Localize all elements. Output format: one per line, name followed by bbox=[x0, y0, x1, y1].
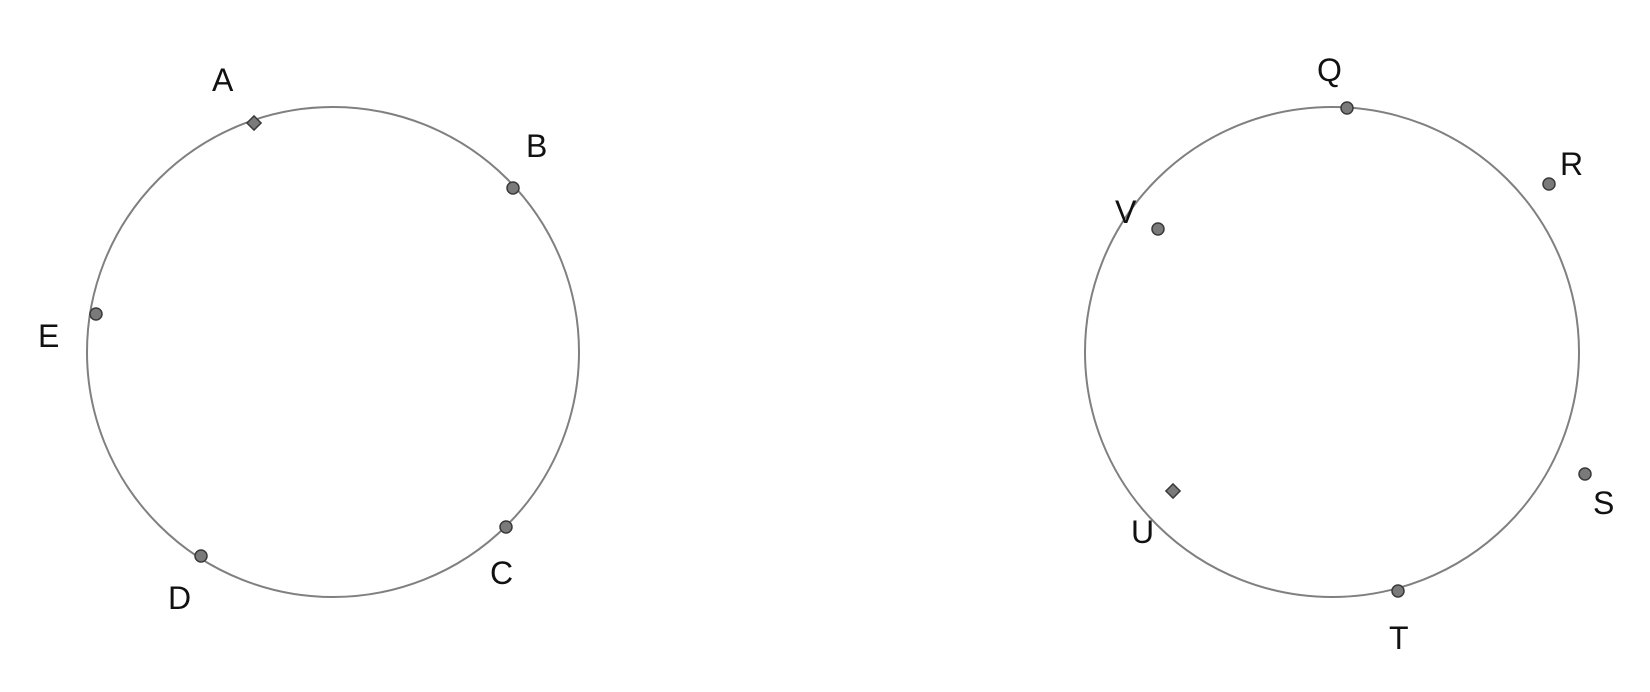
point-t-label: T bbox=[1389, 620, 1409, 656]
point-c-marker[interactable] bbox=[499, 520, 513, 534]
point-r-marker[interactable] bbox=[1542, 177, 1556, 191]
left-circle bbox=[86, 106, 580, 598]
point-u-label: U bbox=[1131, 514, 1154, 550]
right-circle-group: Q R S T U V bbox=[1084, 52, 1614, 656]
point-d-label: D bbox=[168, 580, 191, 616]
point-c-label: C bbox=[490, 555, 513, 591]
point-q-label: Q bbox=[1317, 52, 1342, 88]
point-v-marker[interactable] bbox=[1151, 222, 1165, 236]
right-circle bbox=[1084, 106, 1580, 598]
point-v-label: V bbox=[1115, 194, 1137, 230]
point-a-label: A bbox=[212, 62, 234, 98]
left-circle-group: A B C D E bbox=[38, 62, 580, 616]
point-t-marker[interactable] bbox=[1391, 584, 1405, 598]
point-b-marker[interactable] bbox=[506, 181, 520, 195]
point-s-label: S bbox=[1593, 485, 1614, 521]
point-a-marker[interactable] bbox=[245, 114, 263, 132]
point-u-marker[interactable] bbox=[1164, 482, 1182, 500]
point-e-label: E bbox=[38, 318, 59, 354]
point-e-marker[interactable] bbox=[89, 307, 103, 321]
point-q-marker[interactable] bbox=[1340, 101, 1354, 115]
point-r-label: R bbox=[1560, 146, 1583, 182]
point-d-marker[interactable] bbox=[194, 549, 208, 563]
point-s-marker[interactable] bbox=[1578, 467, 1592, 481]
point-b-label: B bbox=[526, 128, 547, 164]
